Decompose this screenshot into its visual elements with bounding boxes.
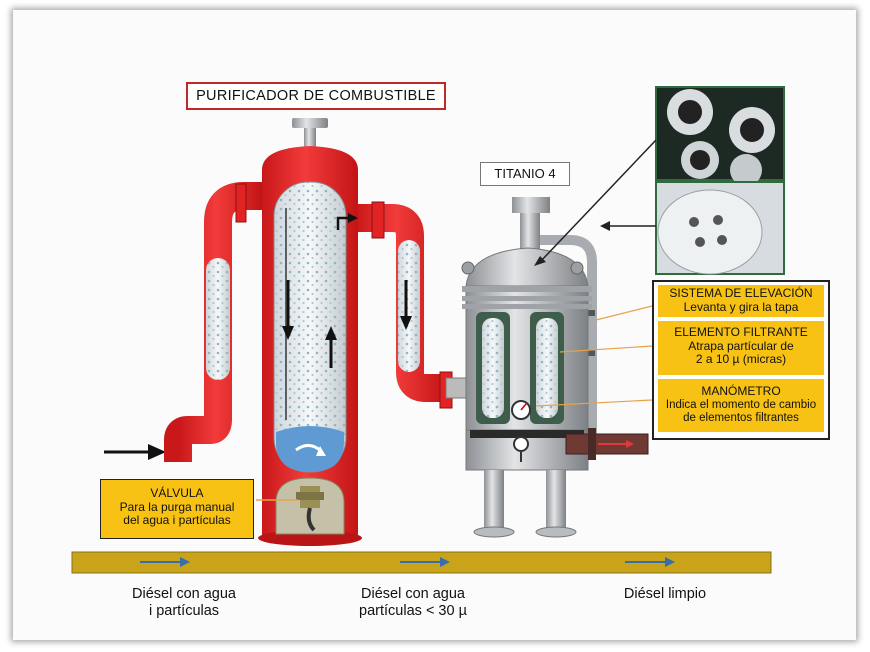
stage-1-line-2: i partículas bbox=[148, 603, 220, 619]
inlet-arrow bbox=[104, 444, 166, 460]
stage-2-line-2: partículas < 30 µ bbox=[359, 603, 467, 619]
purifier-title: PURIFICADOR DE COMBUSTIBLE bbox=[186, 82, 446, 110]
filter-element-line-2: 2 a 10 µ (micras) bbox=[695, 352, 787, 366]
info-panel: SISTEMA DE ELEVACIÓN Levanta y gira la t… bbox=[652, 280, 830, 440]
valve-line-1: Para la purga manual bbox=[119, 499, 235, 514]
stage-1-line-1: Diésel con agua bbox=[132, 586, 236, 602]
manometer-line-1: Indica el momento de cambio bbox=[665, 398, 817, 411]
filter-element-heading: ELEMENTO FILTRANTE bbox=[674, 325, 808, 339]
flow-arrow-1 bbox=[140, 557, 190, 567]
manometer-line-2: de elementos filtrantes bbox=[683, 412, 799, 424]
valve-callout: VÁLVULA Para la purga manual del agua i … bbox=[100, 479, 254, 539]
elevation-line-1: Levanta y gira la tapa bbox=[683, 299, 799, 314]
purifier-vessel bbox=[164, 118, 453, 546]
callout-lines bbox=[534, 139, 657, 407]
valve-line-2: del agua i partículas bbox=[123, 513, 231, 527]
stage-2-line-1: Diésel con agua bbox=[361, 586, 465, 602]
elevation-heading: SISTEMA DE ELEVACIÓN bbox=[669, 286, 813, 300]
valve-heading: VÁLVULA bbox=[150, 486, 204, 500]
titanio-label: TITANIO 4 bbox=[480, 162, 570, 186]
filter-element-line-1: Atrapa partícular de bbox=[688, 338, 794, 353]
stage-label-1: Diésel con agua i partículas bbox=[104, 586, 264, 620]
stage-label-2: Diésel con agua partículas < 30 µ bbox=[338, 586, 488, 620]
manometer-callout: MANÓMETRO Indica el momento de cambio de… bbox=[658, 379, 824, 432]
cartridge-photo-bottom bbox=[655, 181, 785, 275]
elevation-callout: SISTEMA DE ELEVACIÓN Levanta y gira la t… bbox=[658, 285, 824, 317]
filter-element-callout: ELEMENTO FILTRANTE Atrapa partícular de … bbox=[658, 321, 824, 375]
titanio-filter bbox=[445, 197, 649, 538]
flow-bar bbox=[71, 551, 772, 574]
cartridge-photo-top bbox=[655, 86, 785, 186]
flow-arrow-3 bbox=[625, 557, 675, 567]
stage-label-3: Diésel limpio bbox=[595, 586, 735, 603]
stage-3-line-1: Diésel limpio bbox=[623, 586, 707, 602]
flow-arrow-2 bbox=[400, 557, 450, 567]
manometer-heading: MANÓMETRO bbox=[701, 384, 781, 398]
